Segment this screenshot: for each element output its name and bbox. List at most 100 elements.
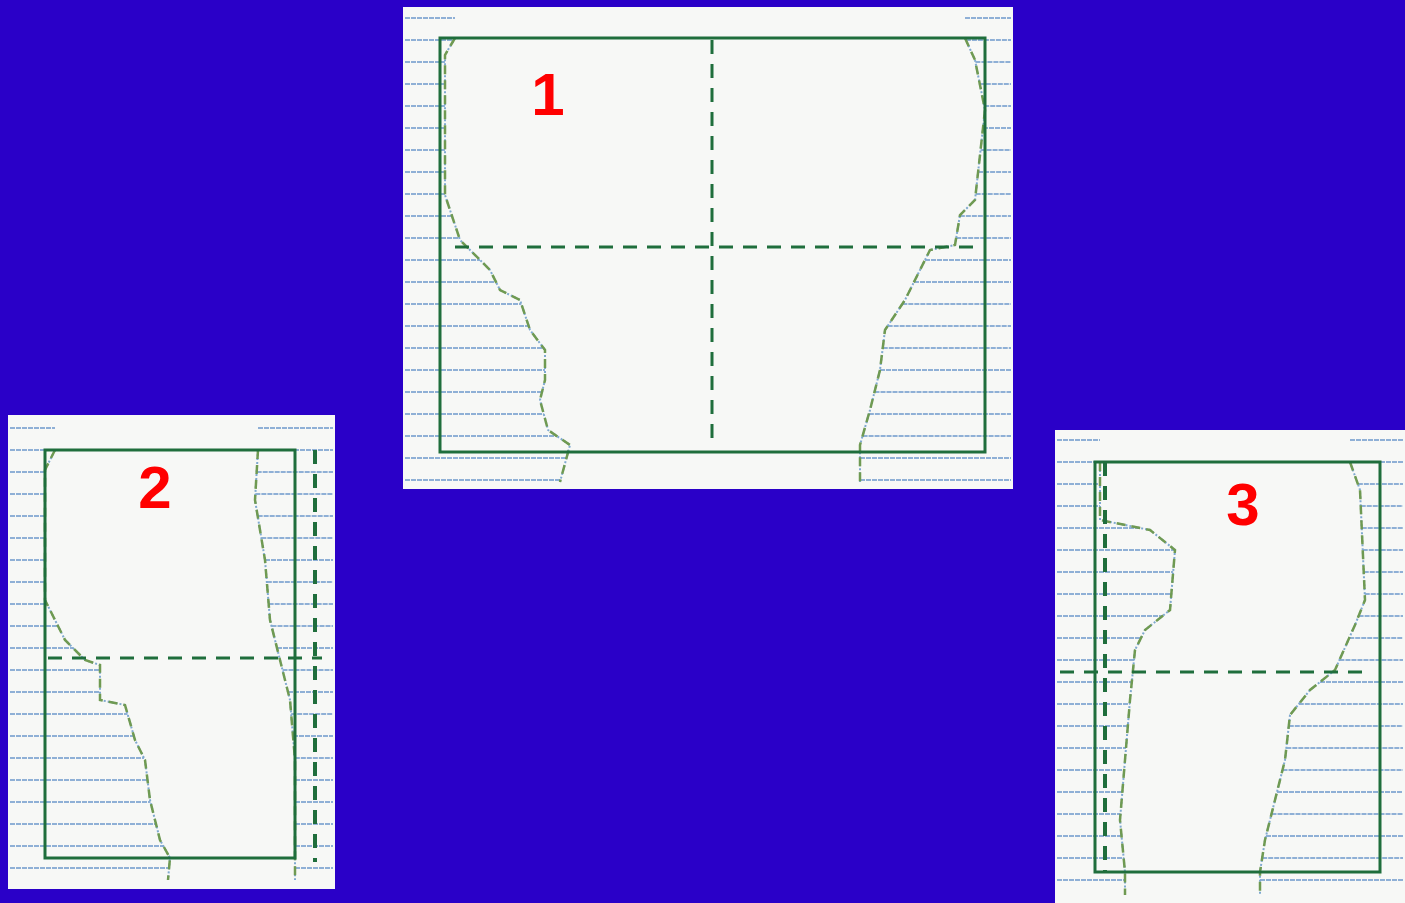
- bench-line: [1260, 879, 1403, 881]
- callout-number: 3: [1226, 475, 1259, 535]
- bench-line: [405, 479, 561, 481]
- bench-line: [10, 823, 156, 825]
- frame: [1095, 462, 1380, 872]
- bench-line: [10, 845, 163, 847]
- bench-line: [10, 625, 58, 627]
- bench-line: [875, 391, 1012, 393]
- bench-line: [1272, 813, 1404, 815]
- bench-line: [295, 779, 333, 781]
- bench-line: [1057, 725, 1128, 727]
- bench-line: [983, 127, 1011, 129]
- panel: [1055, 430, 1405, 903]
- bench-line: [984, 105, 1011, 107]
- section-line: [48, 657, 322, 660]
- bench-line: [1361, 505, 1403, 507]
- bench-line: [295, 867, 333, 869]
- panel: [403, 7, 1013, 489]
- bench-line: [405, 413, 544, 415]
- panel: [8, 415, 335, 889]
- bench-line: [265, 559, 333, 561]
- bench-line: [880, 369, 1011, 371]
- bench-line: [1057, 879, 1125, 881]
- bench-line: [405, 457, 566, 459]
- bench-line: [1057, 615, 1163, 617]
- bench-line: [10, 779, 148, 781]
- section-line: [313, 450, 317, 862]
- bench-line: [10, 559, 45, 561]
- bench-line: [1057, 769, 1124, 771]
- bench-hatching: [10, 18, 1403, 880]
- bench-line: [405, 325, 529, 327]
- bench-line: [860, 457, 1011, 459]
- bench-line: [883, 347, 1011, 349]
- bench-line: [10, 603, 47, 605]
- bench-line: [10, 493, 45, 495]
- bench-line: [902, 303, 1011, 305]
- section-line: [1060, 671, 1370, 674]
- bench-line: [1286, 747, 1403, 749]
- bench-line: [405, 281, 496, 283]
- pit-outline: [255, 450, 295, 880]
- pit-frame: [45, 38, 1380, 872]
- callout-number: 2: [138, 458, 171, 518]
- bench-line: [1283, 769, 1404, 771]
- bench-line: [1057, 593, 1171, 595]
- bench-line: [1057, 747, 1126, 749]
- bench-line: [863, 435, 1011, 437]
- bench-line: [1364, 571, 1403, 573]
- frame: [45, 450, 295, 858]
- bench-line: [1262, 857, 1403, 859]
- bench-line: [283, 669, 334, 671]
- bench-edge: [445, 38, 570, 482]
- bench-line: [405, 259, 480, 261]
- bench-line: [1057, 813, 1121, 815]
- bench-line: [405, 391, 542, 393]
- bench-line: [261, 537, 333, 539]
- bench-line: [976, 193, 1011, 195]
- bench-line: [10, 537, 45, 539]
- bench-line: [975, 61, 1011, 63]
- bench-line: [1057, 791, 1122, 793]
- section-line: [1103, 462, 1107, 872]
- bench-line: [405, 215, 452, 217]
- section-line: [455, 246, 975, 249]
- bench-line: [1057, 549, 1175, 551]
- bench-line: [10, 867, 169, 869]
- bench-line: [1057, 637, 1141, 639]
- pit-outline: [1100, 462, 1175, 895]
- bench-line: [258, 427, 333, 429]
- frame: [440, 38, 985, 452]
- bench-line: [914, 281, 1011, 283]
- bench-line: [1349, 637, 1403, 639]
- bench-line: [1363, 549, 1403, 551]
- bench-line: [10, 427, 55, 429]
- bench-line: [10, 757, 144, 759]
- bench-line: [1289, 725, 1403, 727]
- bench-line: [1057, 857, 1124, 859]
- bench-line: [10, 647, 73, 649]
- bench-edge: [255, 450, 295, 880]
- bench-line: [269, 603, 333, 605]
- bench-line: [295, 801, 333, 803]
- bench-line: [10, 581, 45, 583]
- bench-line: [10, 713, 128, 715]
- bench-line: [295, 757, 333, 759]
- bench-line: [405, 237, 459, 239]
- bench-line: [405, 303, 521, 305]
- callout-number: 1: [531, 65, 564, 125]
- bench-line: [869, 413, 1011, 415]
- bench-line: [405, 347, 544, 349]
- bench-line: [291, 713, 333, 715]
- bench-line: [267, 581, 333, 583]
- bench-line: [1365, 593, 1403, 595]
- bench-line: [293, 735, 333, 737]
- bench-line: [405, 17, 455, 19]
- bench-line: [1277, 791, 1403, 793]
- bench-line: [1350, 439, 1403, 441]
- bench-line: [10, 669, 100, 671]
- bench-line: [1362, 527, 1403, 529]
- section-line: [48, 40, 1370, 872]
- bench-line: [965, 17, 1011, 19]
- bench-line: [10, 691, 100, 693]
- bench-line: [405, 435, 557, 437]
